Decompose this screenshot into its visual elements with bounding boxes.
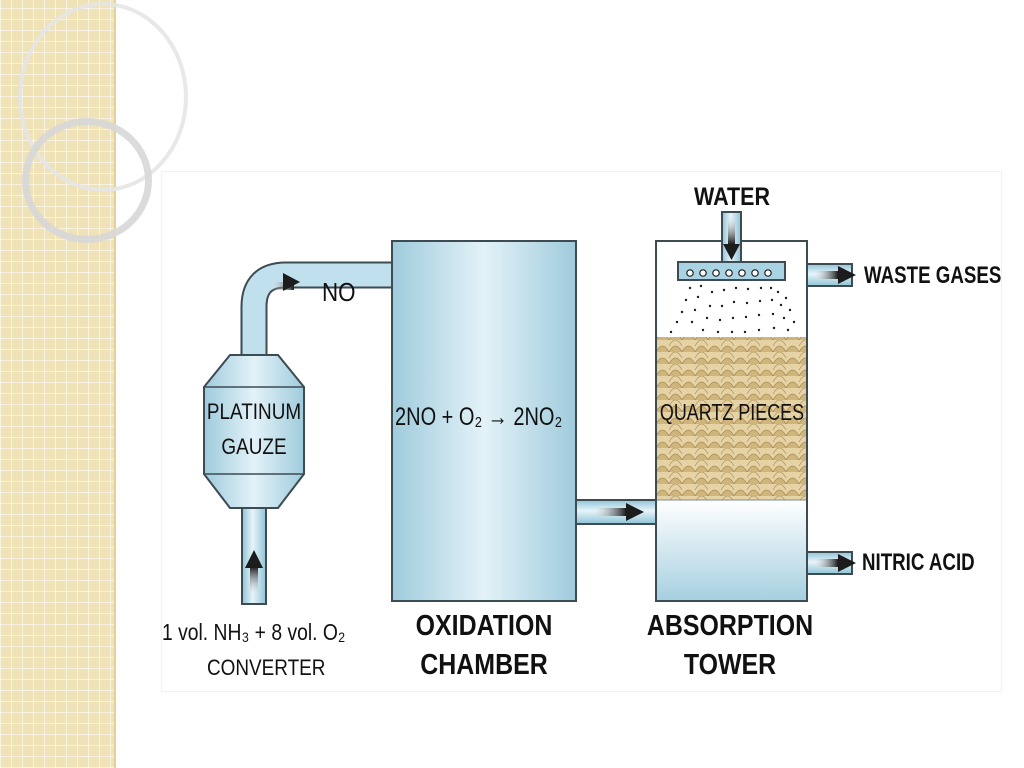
transfer-arrow-icon [590, 503, 644, 521]
oxidation-chamber-title-line2: CHAMBER [420, 649, 548, 681]
nitric-acid-outlet-pipe [806, 551, 856, 575]
quartz-pieces-label: QUARTZ PIECES [659, 399, 805, 425]
waste-gases-label: WASTE GASES [864, 262, 1002, 289]
oxidation-chamber-vessel [391, 240, 577, 602]
converter-vessel [203, 354, 305, 509]
nitric-acid-label: NITRIC ACID [862, 549, 975, 576]
absorption-tower-title-line1: ABSORPTION [646, 610, 814, 642]
decorative-ring [22, 118, 152, 243]
water-spray [669, 284, 796, 334]
oxidation-reaction: 2NO + O₂ → 2NO₂ [395, 403, 563, 431]
no-gas-label: NO [322, 277, 356, 307]
waste-gas-outlet-pipe [806, 263, 856, 287]
catalyst-label-line2: GAUZE [221, 434, 287, 459]
process-flow-svg [203, 211, 856, 605]
feed-arrow-icon [245, 550, 263, 597]
converter-label: CONVERTER [207, 655, 326, 680]
nitric-acid-process-diagram: NO PLATINUM GAUZE 1 vol. NH₃ + 8 vol. O₂… [161, 171, 1002, 692]
absorption-tower-vessel [655, 240, 808, 602]
water-inlet-pipe [721, 211, 742, 265]
feed-label: 1 vol. NH₃ + 8 vol. O₂ [162, 619, 346, 645]
oxidation-chamber-title-line1: OXIDATION [415, 610, 553, 642]
catalyst-label-line1: PLATINUM [206, 399, 302, 424]
water-label: WATER [693, 183, 771, 211]
absorption-tower-title-line2: TOWER [683, 649, 777, 681]
no-flow-arrow-icon [270, 273, 300, 291]
sprinkler-head [677, 261, 786, 281]
